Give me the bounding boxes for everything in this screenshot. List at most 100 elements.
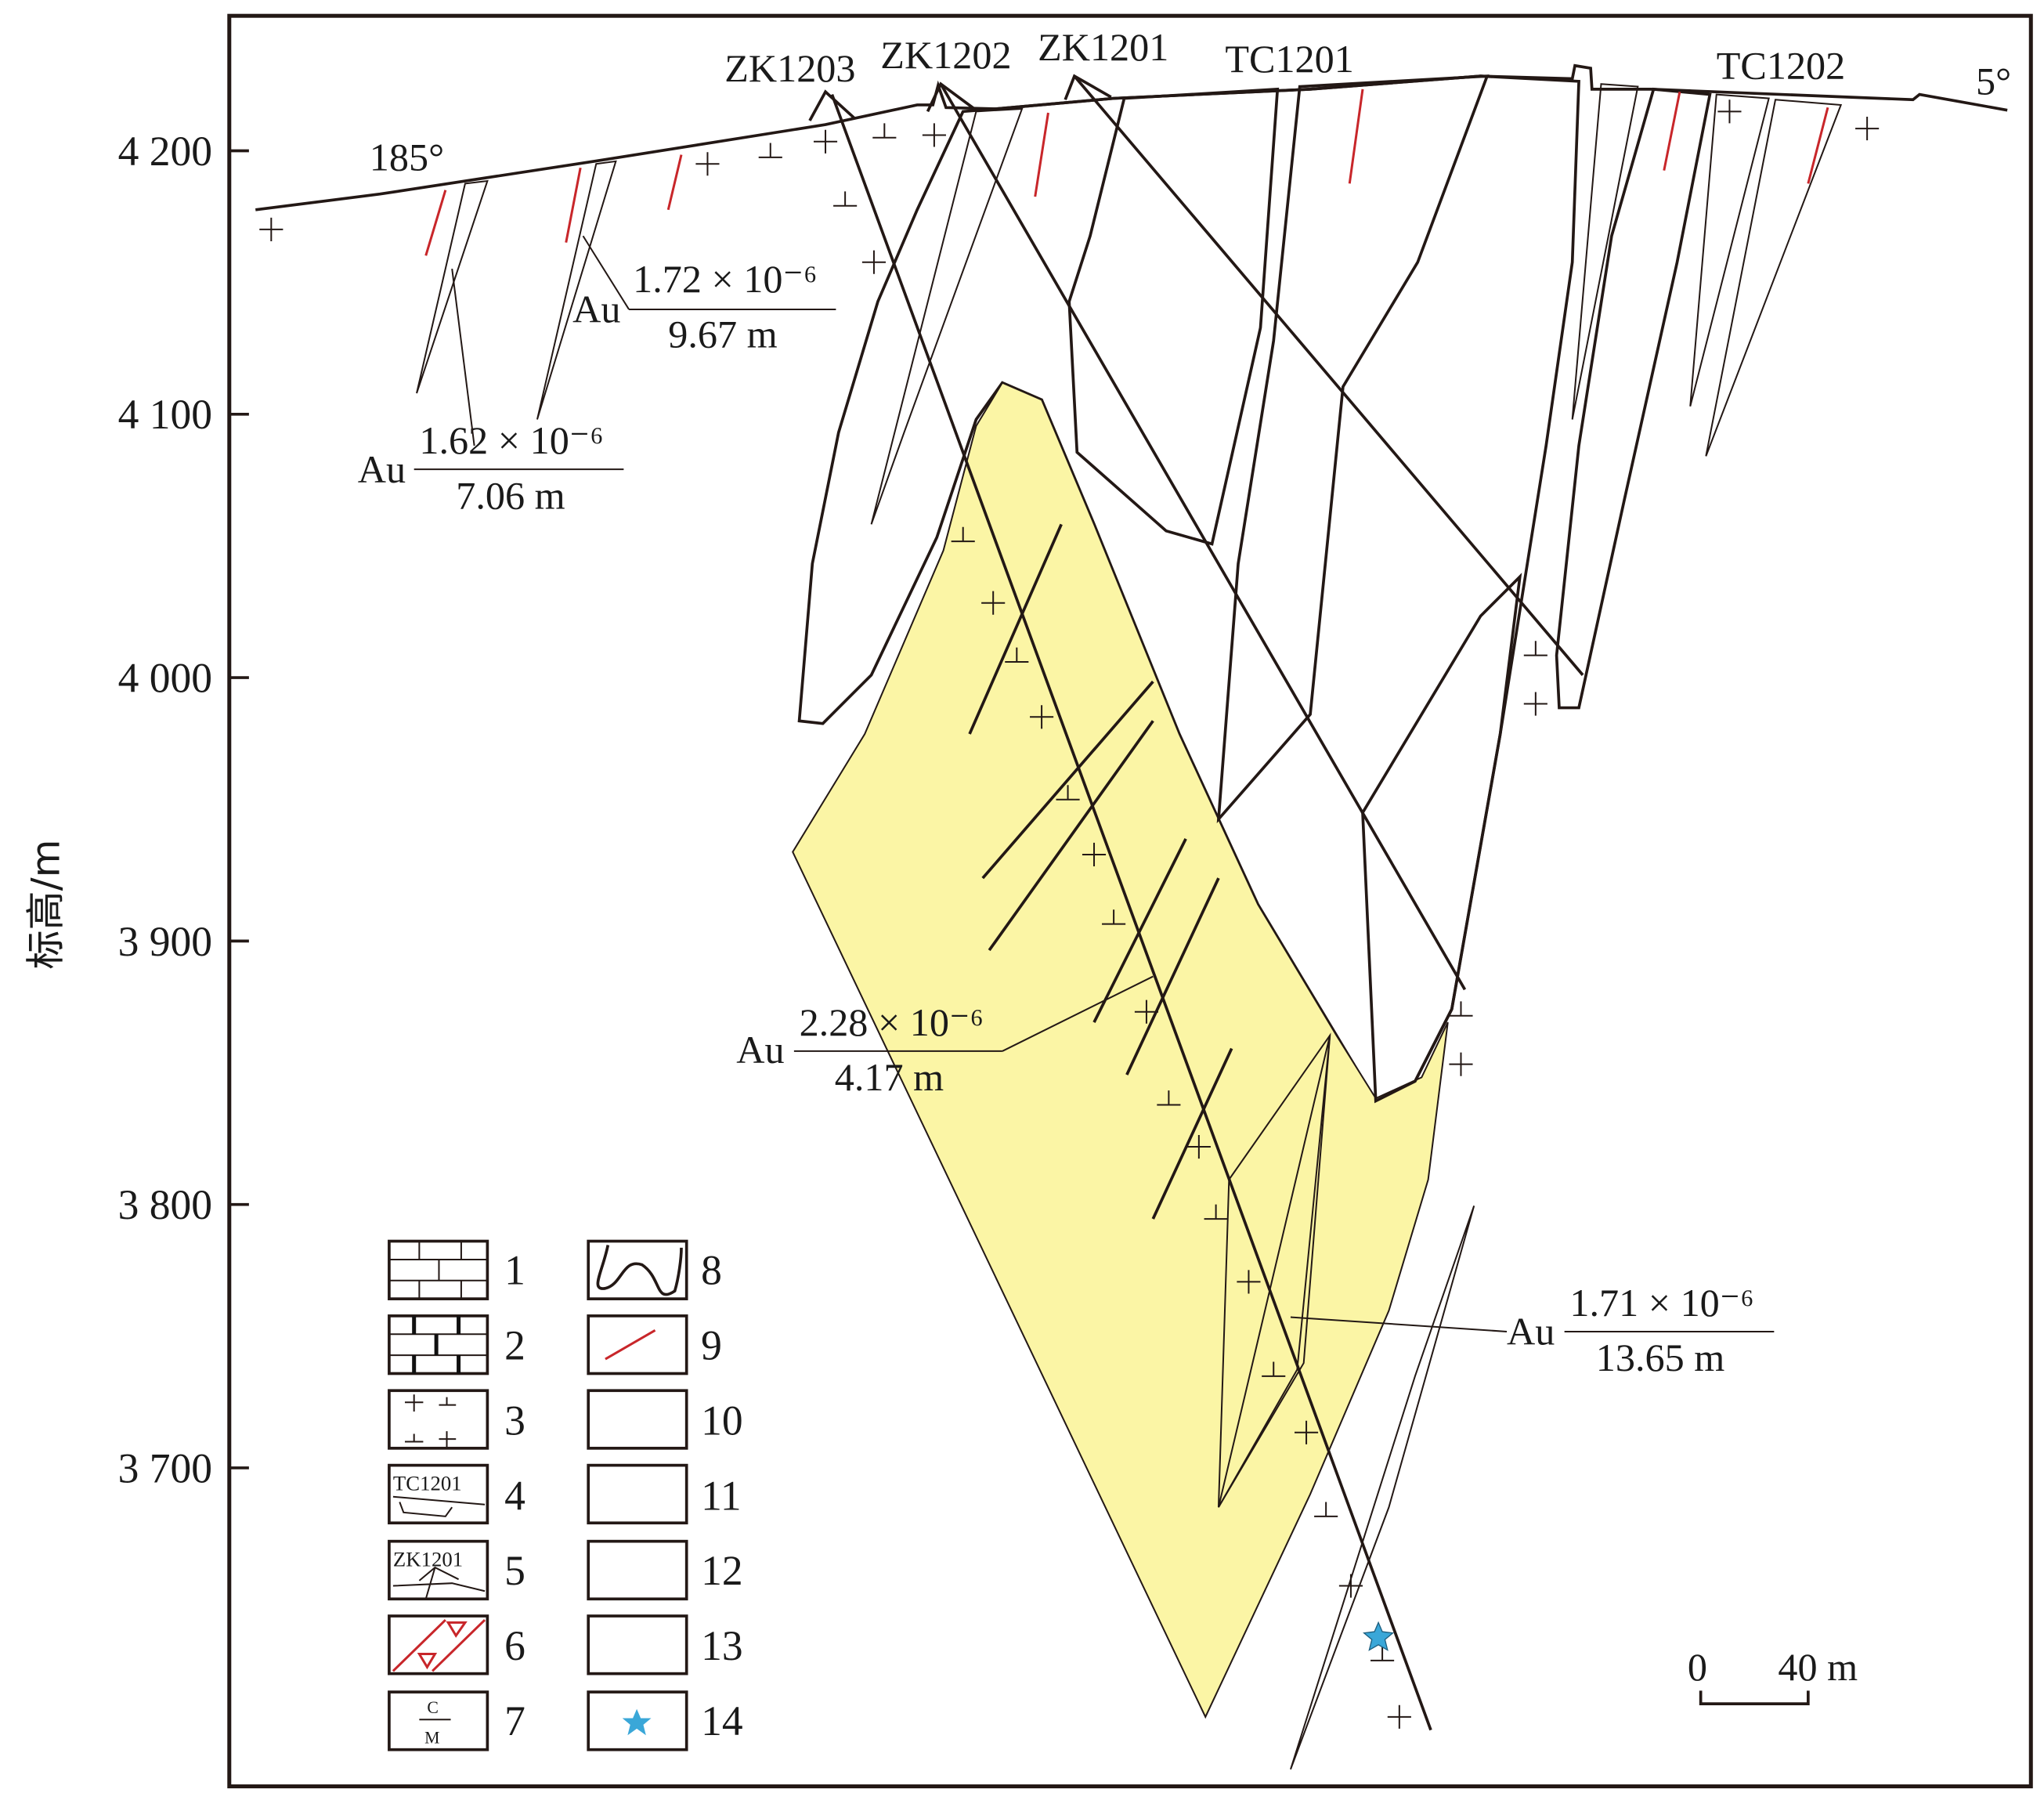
legend-swatch-13	[587, 1614, 688, 1676]
svg-text:Au: Au	[1507, 1310, 1555, 1354]
diorite-tee-symbol	[1005, 647, 1029, 663]
diorite-tee-symbol	[758, 143, 782, 158]
drillhole-traces	[808, 74, 1584, 1731]
legend-star-icon	[622, 1708, 652, 1736]
azimuth-left: 185°	[370, 136, 444, 179]
svg-text:Au: Au	[736, 1028, 784, 1072]
svg-text:2.28 × 10⁻⁶: 2.28 × 10⁻⁶	[800, 1000, 984, 1044]
rock-symbols	[259, 99, 1880, 1729]
legend-swatch-8-boundary	[587, 1239, 688, 1300]
svg-text:M: M	[424, 1728, 439, 1747]
diorite-tee-symbol	[1370, 1646, 1395, 1661]
legend-number: 2	[504, 1322, 525, 1369]
yellow-alteration-body	[792, 381, 1449, 1719]
granite-plus-symbol	[1295, 1420, 1319, 1444]
granite-plus-symbol	[1717, 99, 1742, 124]
granite-plus-symbol	[981, 591, 1006, 615]
svg-text:40 m: 40 m	[1778, 1645, 1858, 1689]
granite-plus-symbol	[1030, 705, 1054, 729]
legend-swatch-9-fault	[587, 1314, 688, 1375]
diorite-tee-symbol	[872, 123, 897, 139]
svg-text:0: 0	[1688, 1645, 1707, 1689]
diorite-tee-symbol	[1523, 641, 1547, 656]
granite-plus-symbol	[922, 123, 946, 147]
granite-plus-symbol	[1186, 1135, 1211, 1159]
y-tick-label: 3 900	[118, 918, 212, 965]
diorite-tee-symbol	[1157, 1090, 1181, 1106]
drillhole-label-zk1203: ZK1203	[724, 46, 855, 90]
diorite-tee-symbol	[1056, 785, 1080, 801]
gold-vein-left-2	[536, 160, 617, 420]
legend-swatch-12	[587, 1539, 688, 1601]
azimuth-right: 5°	[1976, 60, 2011, 103]
yellow-vein-right-2	[1705, 99, 1843, 457]
fault-lines	[424, 89, 1829, 256]
legend-swatch-10	[587, 1389, 688, 1450]
legend-number: 3	[504, 1397, 525, 1444]
legend-number: 14	[701, 1697, 743, 1744]
svg-text:1.62 × 10⁻⁶: 1.62 × 10⁻⁶	[419, 418, 603, 462]
y-tick-label: 4 100	[118, 391, 212, 438]
legend-swatch-4-trench: TC1201	[388, 1463, 489, 1525]
legend-swatch-1-limestone	[388, 1239, 489, 1300]
diorite-tee-symbol	[1262, 1361, 1286, 1377]
purple-vein-3	[1361, 573, 1522, 1104]
diorite-tee-symbol	[1314, 1502, 1338, 1517]
diorite-tee-symbol	[1102, 909, 1126, 925]
legend-number: 12	[701, 1547, 743, 1594]
legend: TC1201 ZK1201 C M	[388, 1239, 743, 1751]
au-annotation-2: Au 1.62 × 10⁻⁶ 7.06 m	[358, 268, 624, 517]
yellow-vein-right-3	[1571, 83, 1639, 420]
y-axis-title: 标高/m	[22, 839, 68, 969]
scale-bar: 0 40 m	[1688, 1645, 1858, 1705]
legend-number: 4	[504, 1472, 525, 1519]
y-tick-label: 4 000	[118, 655, 212, 702]
y-tick-label: 4 200	[118, 128, 212, 175]
granite-plus-symbol	[1855, 117, 1880, 141]
svg-text:9.67 m: 9.67 m	[668, 312, 777, 356]
legend-swatch-3-intrusive	[388, 1389, 489, 1450]
svg-text:7.06 m: 7.06 m	[456, 473, 565, 517]
legend-number: 13	[701, 1622, 743, 1669]
svg-text:1.71 × 10⁻⁶: 1.71 × 10⁻⁶	[1569, 1281, 1753, 1325]
granite-plus-symbol	[1449, 1052, 1473, 1076]
svg-text:4.17 m: 4.17 m	[835, 1055, 944, 1099]
y-tick-label: 3 800	[118, 1181, 212, 1228]
svg-text:Au: Au	[572, 287, 620, 331]
legend-swatch-2-marble	[388, 1314, 489, 1375]
diorite-tee-symbol	[1449, 1001, 1473, 1017]
legend-number: 10	[701, 1397, 743, 1444]
granite-plus-symbol	[695, 152, 720, 176]
drillhole-label-zk1201: ZK1201	[1038, 25, 1168, 69]
legend-number: 9	[701, 1322, 722, 1369]
svg-text:ZK1201: ZK1201	[393, 1547, 463, 1571]
au-annotation-3: Au 2.28 × 10⁻⁶ 4.17 m	[736, 975, 1154, 1099]
au-annotation-1: Au 1.72 × 10⁻⁶ 9.67 m	[572, 235, 836, 356]
granite-plus-symbol	[813, 129, 838, 154]
trench-label-tc1202: TC1202	[1717, 44, 1846, 88]
diorite-tee-symbol	[833, 191, 858, 207]
svg-text:1.72 × 10⁻⁶: 1.72 × 10⁻⁶	[633, 257, 817, 301]
legend-number: 6	[504, 1622, 525, 1669]
legend-swatch-14	[587, 1690, 688, 1751]
ore-lens-gold	[1217, 1035, 1331, 1508]
legend-number: 5	[504, 1547, 525, 1594]
granite-plus-symbol	[1237, 1270, 1261, 1294]
drillhole-label-zk1202: ZK1202	[880, 33, 1011, 77]
purple-vein-2	[1216, 74, 1490, 824]
svg-text:TC1201: TC1201	[393, 1471, 462, 1495]
legend-swatch-7-stratum-code: C M	[388, 1690, 489, 1751]
purple-vein-1	[1067, 87, 1280, 546]
legend-number: 8	[701, 1247, 722, 1294]
au-annotation-4: Au 1.71 × 10⁻⁶ 13.65 m	[1290, 1281, 1775, 1379]
streak-lines	[968, 523, 1233, 1220]
granite-plus-symbol	[1082, 842, 1107, 867]
svg-text:C: C	[427, 1698, 439, 1717]
granite-plus-symbol	[861, 250, 886, 274]
gold-vein-left-1	[416, 179, 489, 394]
sample-star-icon	[1363, 1621, 1395, 1651]
granite-plus-symbol	[259, 217, 283, 241]
granite-plus-symbol	[1338, 1574, 1363, 1598]
